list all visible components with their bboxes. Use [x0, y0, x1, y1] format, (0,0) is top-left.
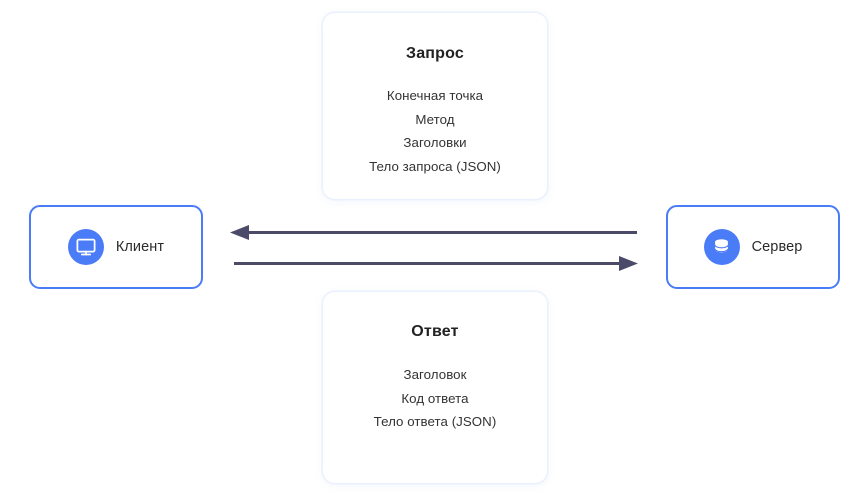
- response-card-title: Ответ: [411, 323, 459, 340]
- list-item: Конечная точка: [386, 88, 484, 103]
- list-item: Код ответа: [401, 390, 469, 406]
- server-node[interactable]: Сервер: [666, 205, 840, 289]
- request-card-list: Конечная точка Метод Заголовки Тело запр…: [323, 84, 547, 178]
- list-item: Тело запроса (JSON): [369, 158, 501, 174]
- client-node[interactable]: Клиент: [29, 205, 203, 289]
- response-card: Ответ Заголовок Код ответа Тело ответа (…: [322, 291, 548, 484]
- list-item: Заголовок: [403, 367, 467, 382]
- list-item: Тело ответа (JSON): [373, 414, 497, 429]
- response-card-list: Заголовок Код ответа Тело ответа (JSON): [323, 363, 547, 434]
- monitor-icon: [67, 229, 104, 265]
- request-card-title: Запрос: [405, 45, 465, 62]
- response-arrow: [230, 225, 637, 240]
- list-item: Метод: [415, 111, 455, 127]
- request-card: Запрос Конечная точка Метод Заголовки Те…: [322, 12, 548, 200]
- server-node-label: Сервер: [751, 239, 803, 255]
- database-icon: [703, 229, 740, 265]
- client-node-label: Клиент: [115, 239, 165, 255]
- list-item: Заголовки: [403, 135, 467, 150]
- request-arrow: [234, 256, 638, 271]
